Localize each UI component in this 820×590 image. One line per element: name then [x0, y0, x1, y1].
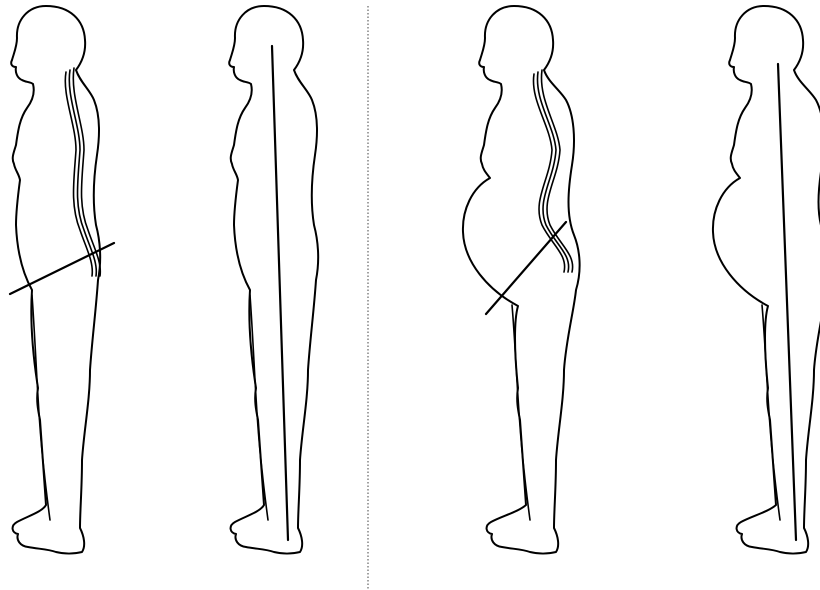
body-outline	[713, 6, 820, 554]
leg-contour	[762, 305, 780, 520]
pelvic-tilt-line	[486, 222, 566, 314]
leg-contour	[32, 295, 50, 520]
leg-contour	[250, 295, 268, 520]
figure-nonpregnant-gravity	[229, 6, 318, 554]
body-outline	[463, 6, 580, 554]
leg-contour	[512, 305, 530, 520]
figure-pregnant-gravity	[713, 6, 820, 554]
gravity-line	[778, 64, 796, 540]
gravity-line	[272, 46, 288, 540]
spine-curve	[73, 68, 100, 276]
figure-nonpregnant-spine	[10, 6, 114, 554]
body-outline	[11, 6, 100, 554]
figure-pregnant-spine	[463, 6, 580, 554]
